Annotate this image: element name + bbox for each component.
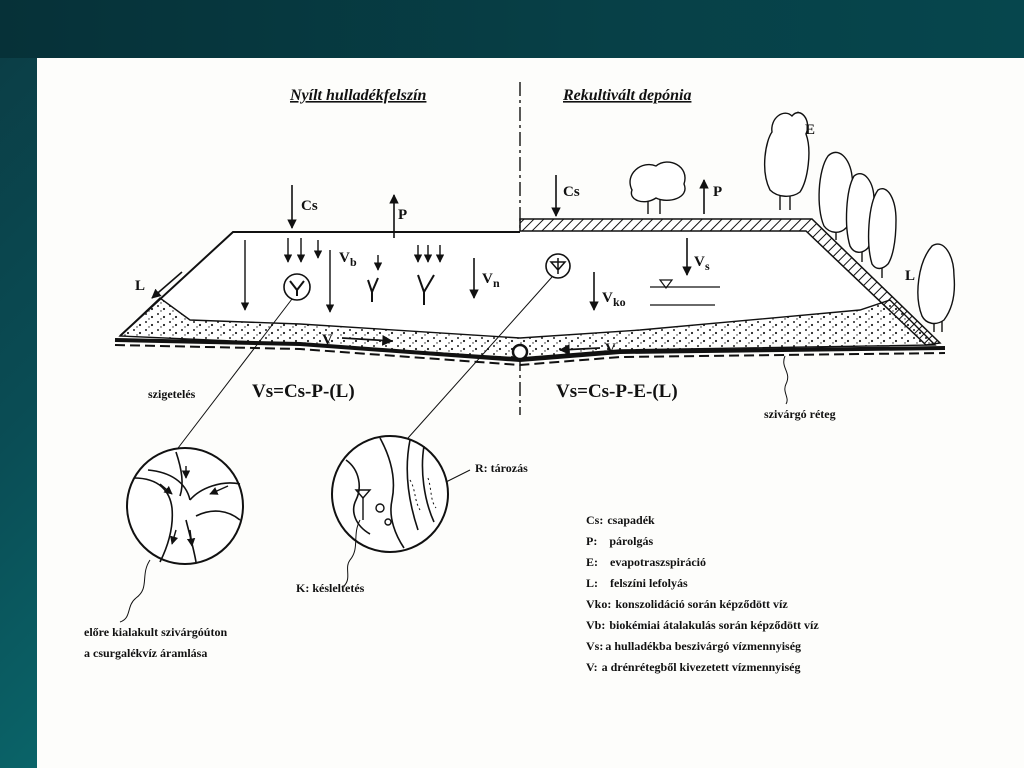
label-p-left: P xyxy=(398,207,407,223)
label-storage: R: tározás xyxy=(475,461,528,475)
svg-text:s: s xyxy=(705,259,710,273)
label-insulation: szigetelés xyxy=(148,387,196,401)
label-l-left: L xyxy=(135,278,145,294)
legend-item-vko: Vko:konszolidáció során képződött víz xyxy=(586,597,788,611)
label-preformed-path-2: a csurgalékvíz áramlása xyxy=(84,646,207,660)
svg-text:n: n xyxy=(493,276,500,290)
detail-marker-right xyxy=(407,253,571,439)
label-l-right: L xyxy=(905,268,915,284)
svg-text:V: V xyxy=(482,271,493,287)
precipitation-arrows-left xyxy=(151,185,479,346)
label-e: E xyxy=(805,122,815,138)
detail-marker-left xyxy=(174,273,311,453)
legend-item-vb: Vb:biokémiai átalakulás során képződött … xyxy=(586,618,819,632)
legend-item-vs: Vs:a hulladékba beszivárgó vízmennyiség xyxy=(586,639,801,653)
legend-item-l: L:felszíni lefolyás xyxy=(586,576,688,590)
tree-icon xyxy=(867,188,897,278)
svg-text:V: V xyxy=(339,250,350,266)
tree-icon xyxy=(763,111,810,210)
svg-text:V: V xyxy=(602,290,613,306)
detail-circle-preformed-path xyxy=(119,447,244,623)
tree-icon xyxy=(917,243,956,332)
legend-item-cs: Cs:csapadék xyxy=(586,513,655,527)
title-recultivated: Rekultivált depónia xyxy=(562,87,691,104)
legend: Cs:csapadék P:párolgás E:evapotraszspirá… xyxy=(586,513,819,674)
label-p-right: P xyxy=(713,184,722,200)
label-cs-left: Cs xyxy=(301,198,318,214)
collector-pipe-icon xyxy=(511,343,529,361)
detail-circle-storage xyxy=(331,435,471,587)
label-v-right: V xyxy=(605,341,616,357)
label-vn: V n xyxy=(482,271,500,290)
label-delay: K: késleltetés xyxy=(296,581,365,595)
svg-text:b: b xyxy=(350,255,357,269)
label-v-left: V xyxy=(322,332,333,348)
legend-item-p: P:párolgás xyxy=(586,534,653,548)
label-vb-left: V b xyxy=(339,250,357,269)
svg-text:V: V xyxy=(694,254,705,270)
title-open-surface: Nyílt hulladékfelszín xyxy=(289,87,427,104)
label-vko: V ko xyxy=(602,290,626,309)
svg-text:ko: ko xyxy=(613,295,626,309)
landfill-body xyxy=(114,218,946,367)
label-cs-right: Cs xyxy=(563,184,580,200)
equation-left: Vs=Cs-P-(L) xyxy=(252,381,355,402)
tree-icon xyxy=(629,161,686,214)
label-preformed-path-1: előre kialakult szivárgóúton xyxy=(84,625,227,639)
label-vs-right: V s xyxy=(694,254,710,273)
equation-right: Vs=Cs-P-E-(L) xyxy=(556,381,678,402)
label-drain-layer: szivárgó réteg xyxy=(764,407,836,421)
legend-item-v: V:a drénrétegből kivezetett vízmennyiség xyxy=(586,660,801,674)
tree-icon xyxy=(818,151,855,240)
title-bar xyxy=(0,0,1024,58)
legend-item-e: E:evapotraszspiráció xyxy=(586,555,706,569)
